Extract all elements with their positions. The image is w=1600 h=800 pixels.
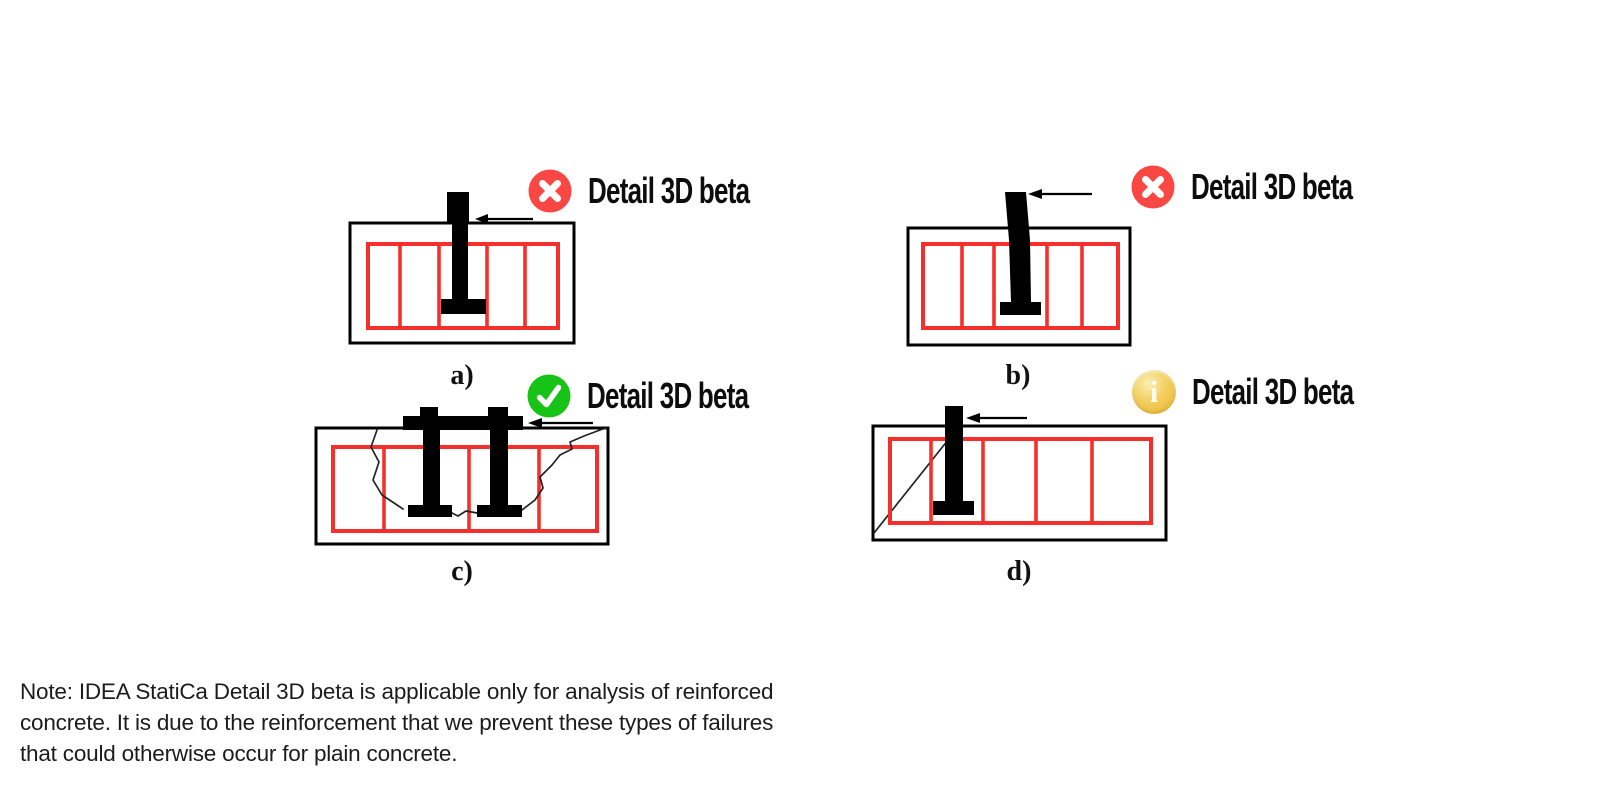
check-circle-icon	[527, 374, 571, 418]
figure-a-drawing	[348, 192, 576, 345]
figure-b-caption: b)	[1005, 360, 1031, 391]
crack-line	[873, 439, 949, 534]
x-circle-icon	[1131, 165, 1175, 209]
figure-a-caption: a)	[450, 360, 474, 391]
rebar-cage	[888, 437, 1153, 525]
load-arrow	[1028, 189, 1092, 199]
load-arrow	[528, 418, 593, 428]
figure-d-drawing	[871, 406, 1168, 542]
status-label-c: Detail 3D beta	[587, 375, 749, 416]
status-label-d: Detail 3D beta	[1192, 371, 1354, 412]
figure-d-caption: d)	[1006, 556, 1032, 587]
anchor-bolt	[933, 406, 974, 515]
status-row-c: Detail 3D beta	[527, 374, 811, 418]
info-glyph: i	[1149, 373, 1159, 409]
info-circle-icon: i	[1132, 370, 1176, 414]
rebar-cage	[331, 445, 599, 533]
status-label-a: Detail 3D beta	[588, 170, 750, 211]
x-circle-icon	[528, 169, 572, 213]
load-arrow	[475, 214, 533, 224]
status-row-b: Detail 3D beta	[1131, 165, 1415, 209]
crack-lines	[370, 427, 607, 517]
note-line-3: that could otherwise occur for plain con…	[20, 741, 458, 766]
note-line-2: concrete. It is due to the reinforcement…	[20, 710, 774, 735]
status-label-b: Detail 3D beta	[1191, 166, 1353, 207]
status-row-d: i Detail 3D beta	[1132, 370, 1416, 414]
bent-anchor-bolt	[1000, 192, 1041, 315]
note-text: Note: IDEA StatiCa Detail 3D beta is app…	[20, 676, 774, 769]
figure-c-caption: c)	[451, 556, 473, 587]
note-line-1: Note: IDEA StatiCa Detail 3D beta is app…	[20, 679, 774, 704]
anchor-bolt	[441, 192, 486, 314]
load-arrow	[966, 413, 1027, 423]
status-row-a: Detail 3D beta	[528, 169, 812, 213]
double-anchor-plate	[403, 407, 523, 517]
figure-b-drawing	[906, 189, 1132, 347]
figure-c-drawing	[314, 407, 610, 546]
